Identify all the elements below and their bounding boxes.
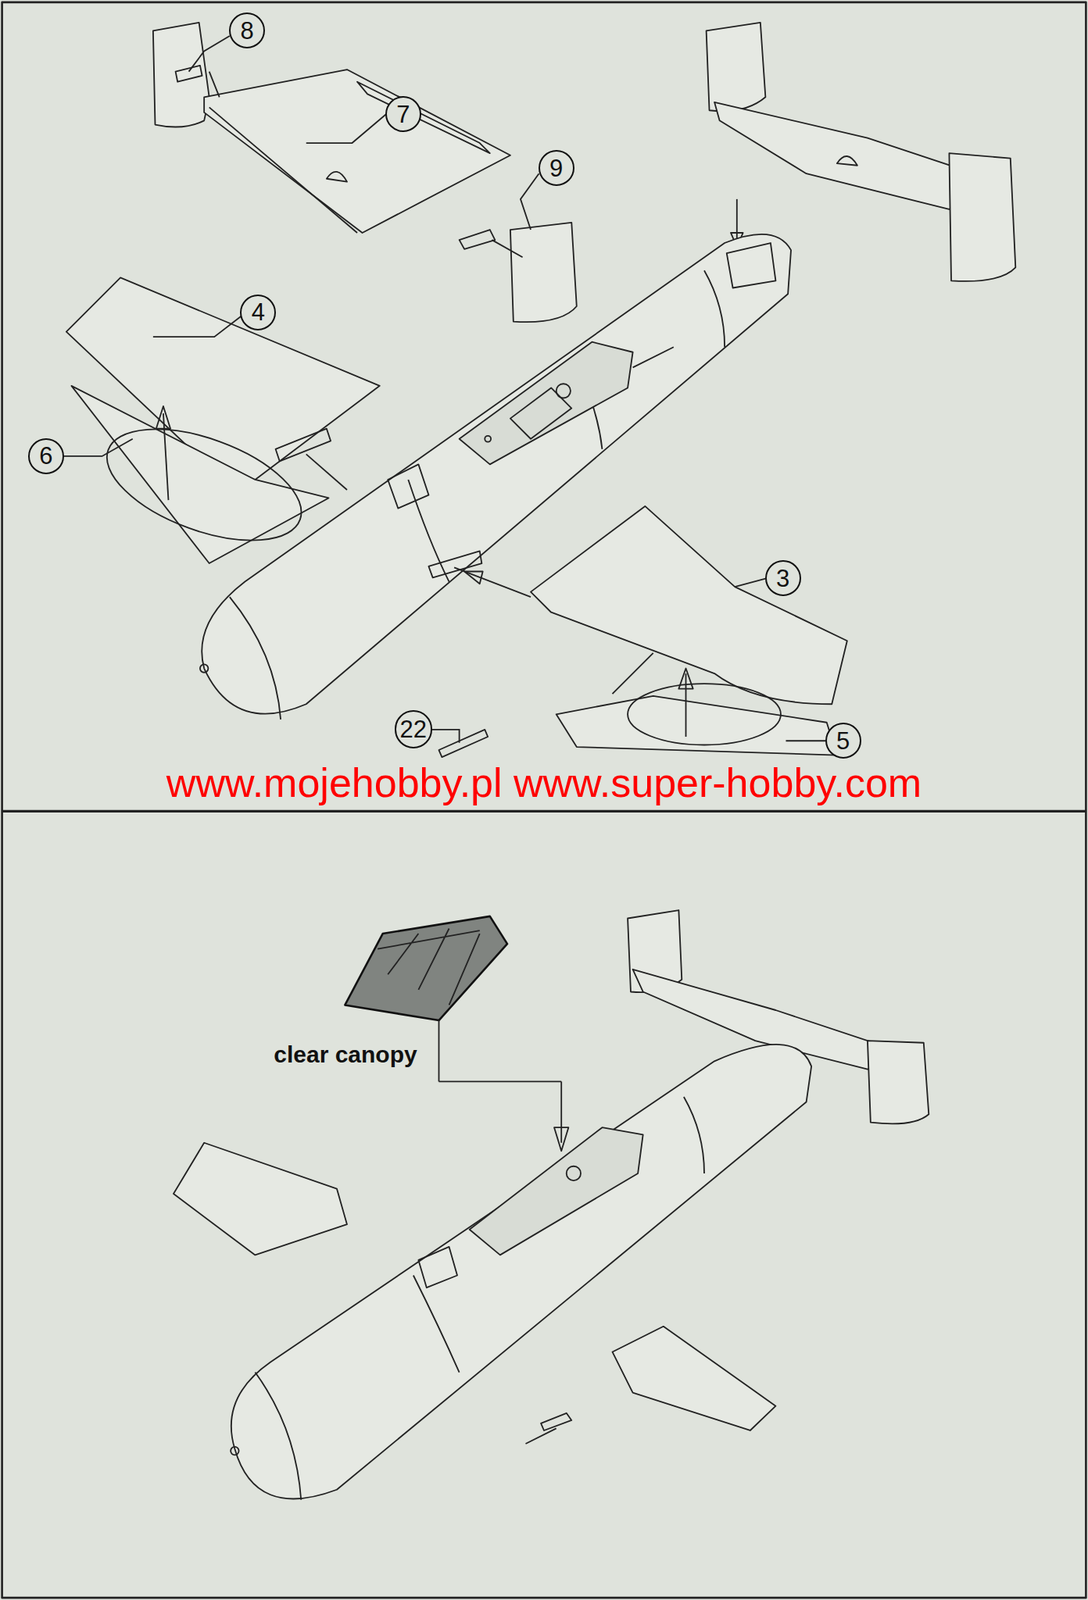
callout-circle: 6 [28,438,65,475]
watermark: www.mojehobby.pl www.super-hobby.com [163,761,925,806]
callout-circle: 9 [538,150,575,187]
callout-circle: 22 [394,710,433,748]
callout-circle: 8 [229,12,265,49]
callout-circle: 4 [239,294,276,331]
callout-circle: 7 [385,96,422,133]
callout-number: 3 [776,566,790,591]
callout-number: 5 [836,729,850,754]
callout-number: 8 [239,18,254,43]
callout-circle: 3 [765,560,802,597]
callout-number: 4 [251,300,265,325]
callout-number: 6 [39,443,53,469]
part-label: clear canopy [270,1041,420,1068]
callout-number: 9 [549,156,563,181]
callout-number: 22 [400,717,427,742]
callout-number: 7 [396,102,410,127]
callout-circle: 5 [825,722,862,759]
